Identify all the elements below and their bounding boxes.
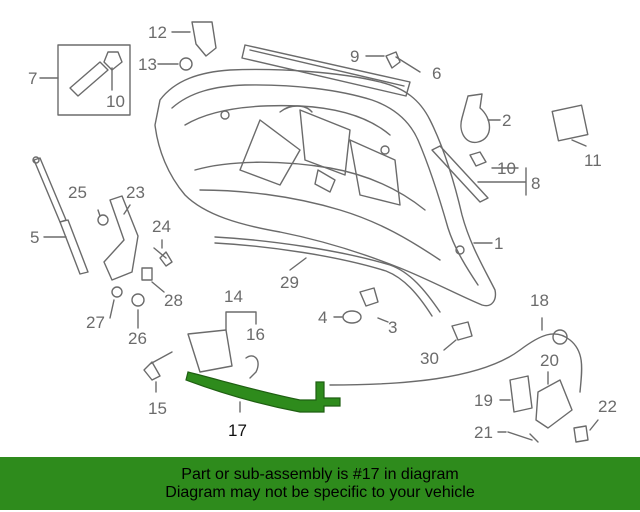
callout-29: 29 <box>280 273 299 292</box>
bolt-15 <box>143 351 173 381</box>
cable-grommet <box>552 329 568 345</box>
callout-3: 3 <box>388 318 397 337</box>
washer-27 <box>111 286 123 298</box>
leader-lines <box>39 31 599 433</box>
label-11 <box>551 104 589 142</box>
callout-30: 30 <box>420 349 439 368</box>
release-cable <box>329 333 583 393</box>
callout-23: 23 <box>126 183 145 202</box>
callout-5: 5 <box>30 228 39 247</box>
bracket-12 <box>191 21 217 57</box>
clip-22 <box>573 425 589 443</box>
parts-diagram: 1 2 3 4 5 6 7 8 9 10 10 11 12 13 14 15 1… <box>28 21 617 443</box>
callout-10-right: 10 <box>497 159 516 178</box>
nut-25 <box>97 214 109 226</box>
bracket-19 <box>509 375 533 413</box>
callout-19: 19 <box>474 391 493 410</box>
callout-1: 1 <box>494 234 503 253</box>
nut-13 <box>179 57 193 71</box>
callout-18: 18 <box>530 291 549 310</box>
bolt-24 <box>153 247 173 267</box>
callout-21: 21 <box>474 423 493 442</box>
callout-12: 12 <box>148 23 167 42</box>
callout-14: 14 <box>224 287 243 306</box>
footer-line-1: Part or sub-assembly is #17 in diagram <box>181 465 459 483</box>
callout-28: 28 <box>164 291 183 310</box>
clip-30 <box>451 321 473 341</box>
callout-27: 27 <box>86 313 105 332</box>
callout-6: 6 <box>432 64 441 83</box>
bushing-28 <box>141 267 153 281</box>
clip-9 <box>385 51 401 69</box>
bumper-3 <box>359 287 379 307</box>
callout-17: 17 <box>228 421 247 440</box>
plug-4 <box>342 310 362 324</box>
clip-10-right <box>469 151 487 167</box>
footer-banner: Part or sub-assembly is #17 in diagram D… <box>0 457 640 510</box>
callout-4: 4 <box>318 308 327 327</box>
gas-strut <box>32 156 89 275</box>
callout-26: 26 <box>128 329 147 348</box>
weatherstrip <box>214 236 441 317</box>
hood-panel <box>154 68 497 307</box>
callout-15: 15 <box>148 399 167 418</box>
nut-26 <box>131 293 145 307</box>
callout-13: 13 <box>138 55 157 74</box>
footer-line-2: Diagram may not be specific to your vehi… <box>165 483 475 501</box>
callout-16: 16 <box>246 325 265 344</box>
callout-2: 2 <box>502 111 511 130</box>
hood-latch <box>187 329 233 373</box>
highlighted-release-lever <box>185 371 341 413</box>
callout-10-left: 10 <box>106 92 125 111</box>
callout-24: 24 <box>152 217 171 236</box>
latch-switch-16 <box>245 355 259 379</box>
callout-25: 25 <box>68 183 87 202</box>
hood-seal-strip <box>241 44 411 97</box>
callout-11: 11 <box>584 151 602 170</box>
callout-8: 8 <box>531 174 540 193</box>
callout-7: 7 <box>28 69 37 88</box>
callout-22: 22 <box>598 397 617 416</box>
seal-strip-8 <box>431 145 489 203</box>
clip-box <box>57 44 131 116</box>
release-handle-20 <box>535 379 573 429</box>
insulator-2 <box>460 93 491 144</box>
hood-hinge <box>103 195 139 281</box>
clip-part <box>69 61 109 97</box>
callout-20: 20 <box>540 351 559 370</box>
callout-9: 9 <box>350 47 359 66</box>
clip-small <box>103 51 123 71</box>
callout-numbers: 1 2 3 4 5 6 7 8 9 10 10 11 12 13 14 15 1… <box>28 23 617 442</box>
screw-21 <box>507 431 539 443</box>
